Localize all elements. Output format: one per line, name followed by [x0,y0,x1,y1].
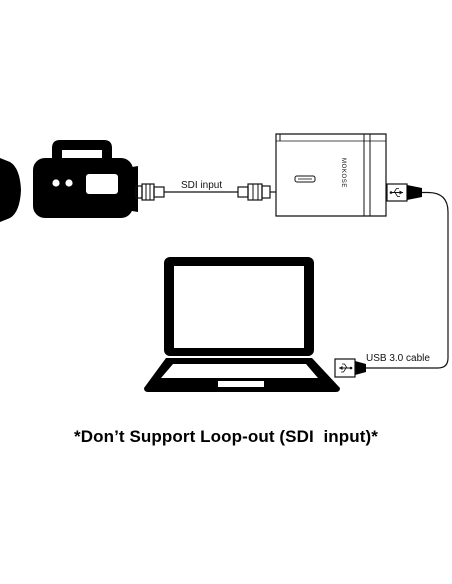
usb-plug-laptop [334,358,366,378]
sdi-cable-label: SDI input [181,180,222,191]
usb-plug-device [386,183,422,202]
sdi-cable [135,183,276,201]
capture-device-icon [275,133,387,217]
device-brand-label: MOKOSE [340,158,346,188]
camcorder-icon [0,140,138,222]
usb-cable-label: USB 3.0 cable [366,353,430,364]
caption-note: *Don’t Support Loop-out (SDI input)* [74,427,378,446]
laptop-icon [144,257,340,392]
usb-cable [366,191,449,369]
